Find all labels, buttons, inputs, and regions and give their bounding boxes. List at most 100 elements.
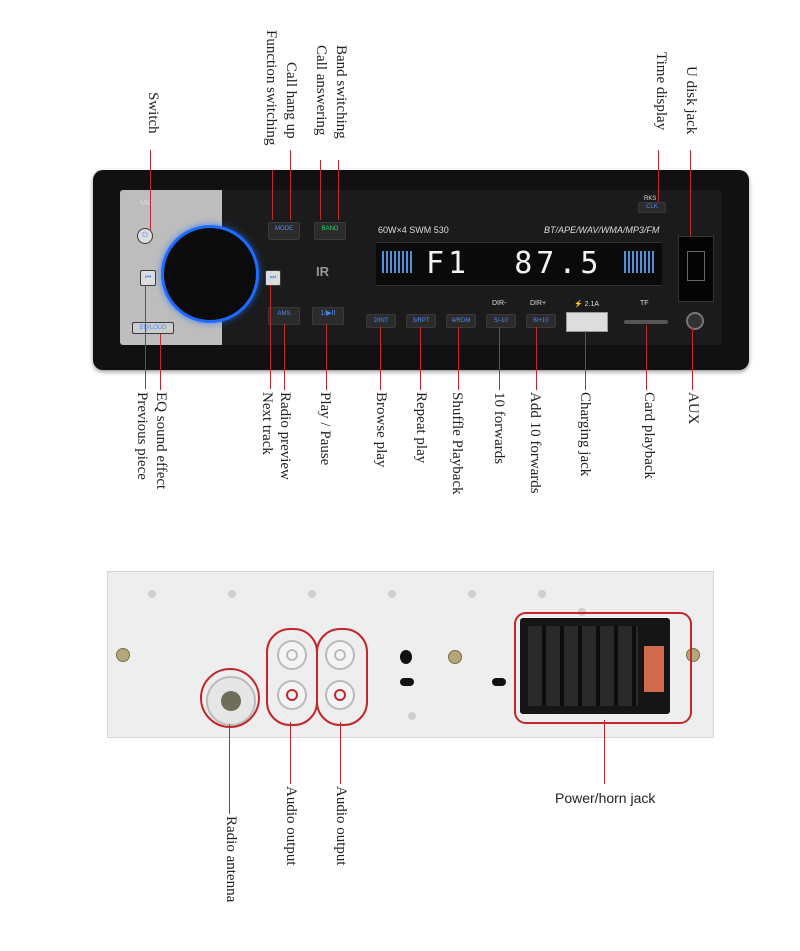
leader-line	[150, 150, 151, 230]
previous-button[interactable]: ⏮	[140, 270, 156, 286]
label-call-hang-up: Call hang up	[283, 62, 299, 139]
label-audio-output-1: Audio output	[283, 786, 299, 866]
leader-line	[458, 327, 459, 390]
slot	[400, 678, 414, 686]
usb-current-label: ⚡ 2.1A	[574, 301, 600, 308]
mounting-screw	[686, 648, 700, 662]
minus10-button[interactable]: 5/-10	[486, 314, 516, 328]
leader-line	[290, 722, 291, 784]
vent-hole	[388, 590, 396, 598]
leader-line	[536, 327, 537, 390]
label-play-pause: Play / Pause	[317, 392, 333, 466]
usb-charging-port[interactable]	[566, 312, 608, 332]
leader-line	[290, 150, 291, 220]
tf-card-slot[interactable]	[624, 320, 668, 324]
band-button[interactable]: BAND	[314, 222, 346, 240]
shuffle-button[interactable]: 4/RDM	[446, 314, 476, 328]
right-eq-bars	[624, 251, 654, 273]
connector-highlight-box	[514, 612, 692, 724]
label-radio-preview: Radio preview	[277, 392, 293, 480]
power-model-text: 60W×4 SWM 530	[378, 225, 449, 235]
ir-sensor-label: IR	[316, 264, 329, 279]
label-add-ten-forwards: Add 10 forwards	[527, 392, 543, 494]
volume-knob[interactable]	[164, 228, 256, 320]
plus10-button[interactable]: 6/+10	[526, 314, 556, 328]
leader-line	[326, 324, 327, 390]
label-band-switching: Band switching	[333, 45, 349, 139]
leader-line	[499, 327, 500, 390]
vent-hole	[228, 590, 236, 598]
dir-minus-label: DIR-	[492, 300, 507, 307]
tf-label: TF	[640, 300, 649, 307]
label-previous-piece: Previous piece	[134, 392, 150, 480]
power-switch-button[interactable]: ⏻	[137, 228, 153, 244]
leader-line	[420, 327, 421, 390]
label-next-track: Next track	[259, 392, 275, 455]
vent-hole	[308, 590, 316, 598]
leader-line	[585, 331, 586, 390]
leader-line	[160, 334, 161, 390]
label-ten-forwards: 10 forwards	[491, 392, 507, 465]
formats-text: BT/APE/WAV/WMA/MP3/FM	[544, 225, 660, 235]
label-call-answering: Call answering	[313, 45, 329, 136]
leader-line	[340, 722, 341, 784]
label-shuffle-playback: Shuffle Playback	[449, 392, 465, 495]
audio-out-highlight-1	[266, 628, 318, 726]
label-aux: AUX	[685, 392, 701, 425]
label-browse-play: Browse play	[373, 392, 389, 468]
leader-line	[380, 327, 381, 390]
label-charging-jack: Charging jack	[577, 392, 593, 477]
leader-line	[320, 160, 321, 220]
next-button[interactable]: ⏭	[265, 270, 281, 286]
leader-line	[229, 724, 230, 814]
usb-port-front[interactable]	[678, 236, 714, 302]
play-pause-button[interactable]: 1/▶II	[312, 307, 344, 325]
label-switch: Switch	[145, 92, 161, 134]
label-radio-antenna: Radio antenna	[223, 816, 239, 903]
leader-line	[270, 285, 271, 389]
rca-white-left[interactable]	[277, 640, 307, 670]
label-audio-output-2: Audio output	[333, 786, 349, 866]
label-u-disk-jack: U disk jack	[683, 66, 699, 135]
label-function-switching: Function switching	[263, 30, 279, 146]
browse-button[interactable]: 2/INT	[366, 314, 396, 328]
leader-line	[284, 324, 285, 390]
label-time-display: Time display	[653, 52, 669, 131]
repeat-button[interactable]: 3/RPT	[406, 314, 436, 328]
dir-plus-label: DIR+	[530, 300, 547, 307]
audio-out-highlight-2	[316, 628, 368, 726]
aux-jack[interactable]	[686, 312, 704, 330]
leader-line	[690, 150, 691, 236]
leader-line	[338, 160, 339, 220]
mounting-screw	[116, 648, 130, 662]
label-power-horn-jack: Power/horn jack	[555, 790, 656, 806]
leader-line	[272, 170, 273, 220]
leader-line	[692, 327, 693, 390]
leader-line	[658, 150, 659, 202]
mounting-screw	[448, 650, 462, 664]
leader-line	[145, 285, 146, 389]
leader-line	[646, 325, 647, 390]
mic-label: MIC	[140, 200, 153, 207]
left-eq-bars	[382, 251, 412, 273]
label-eq-sound-effect: EQ sound effect	[153, 392, 169, 490]
lcd-display: F1 87.5	[376, 242, 662, 286]
mode-button[interactable]: MODE	[268, 222, 300, 240]
rca-red-left[interactable]	[277, 680, 307, 710]
vent-hole	[408, 712, 416, 720]
ams-button[interactable]: AMS	[268, 307, 300, 325]
label-card-playback: Card playback	[641, 392, 657, 480]
frequency-readout: F1 87.5	[426, 246, 603, 281]
vent-hole	[538, 590, 546, 598]
label-repeat-play: Repeat play	[413, 392, 429, 464]
eq-loud-button[interactable]: EQ/LOUD	[132, 322, 174, 334]
leader-line	[604, 720, 605, 784]
slot	[492, 678, 506, 686]
clk-button[interactable]: CLK	[638, 202, 666, 213]
power-horn-connector[interactable]	[520, 618, 670, 714]
vent-hole	[148, 590, 156, 598]
slot	[400, 650, 412, 664]
vent-hole	[468, 590, 476, 598]
antenna-highlight-circle	[200, 668, 260, 728]
rks-label: RKS	[644, 196, 657, 202]
